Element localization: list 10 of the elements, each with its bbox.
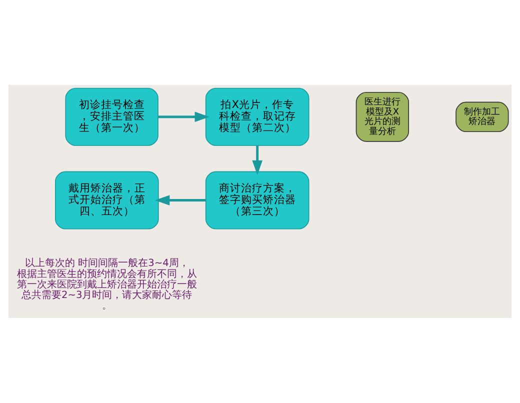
- arrow: [154, 195, 206, 206]
- label: 以上每次的 时间间隔一般在3~4周，根据主管医生的预约情况会有所不同，从第一次来医院到戴上矫治器开始治疗一般总共需要2~3月时间，请大家耐心等待。: [16, 258, 197, 312]
- node-box: 初诊挂号检查，安排主管医生（第一次）: [65, 88, 158, 146]
- node-box: 制作加工矫治器: [456, 102, 509, 132]
- node-box: 医生进行模型及X光片的测量分析: [356, 92, 409, 142]
- node-box: 戴用矫治器，正式开始治疗（第四、五次）: [55, 171, 159, 230]
- node-box: 拍X光片，作专科检查，取记存模型（第二次）: [205, 88, 310, 146]
- arrow: [252, 146, 262, 176]
- arrow: [158, 112, 210, 122]
- node-box: 商讨治疗方案，签字购买矫治器（第三次）: [205, 171, 310, 230]
